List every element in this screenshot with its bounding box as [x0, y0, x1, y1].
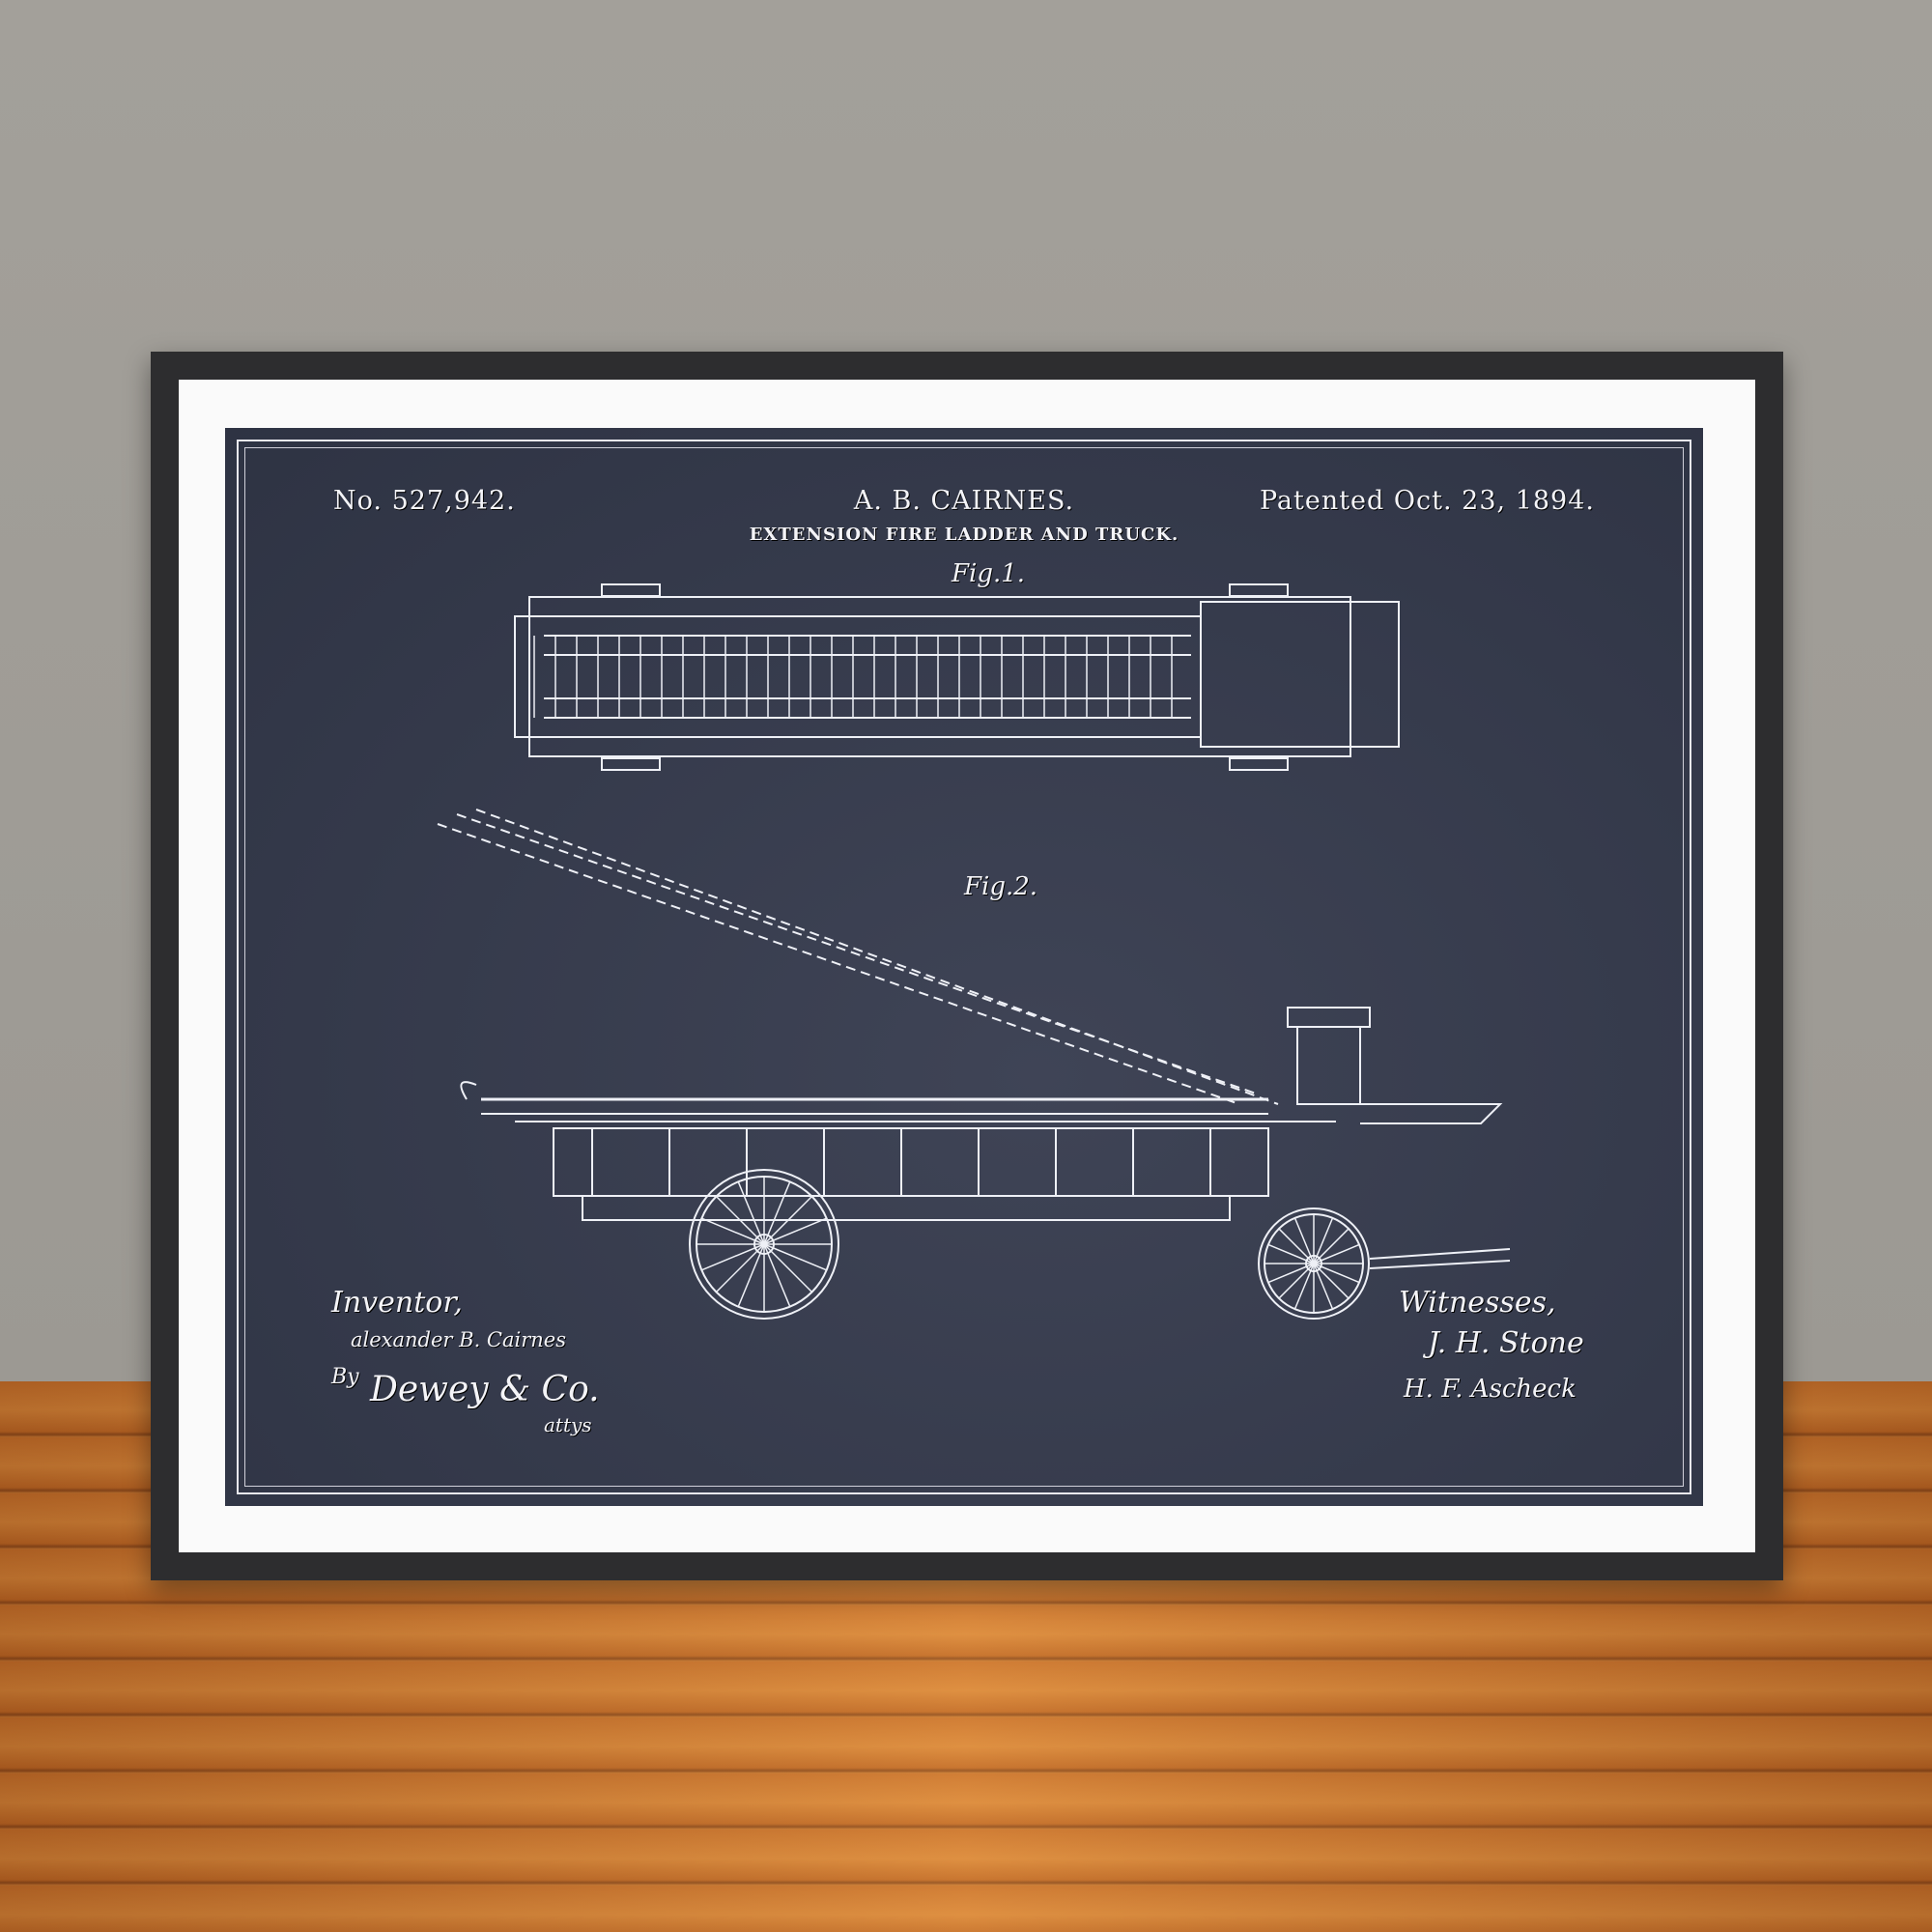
fig2-label: Fig.2. [964, 872, 1038, 901]
wheel-spoke [701, 1217, 765, 1245]
wheel-spoke [715, 1243, 765, 1293]
inventor-signature: alexander B. Cairnes [351, 1328, 566, 1351]
attorney-suffix: attys [544, 1413, 592, 1436]
fig1-label: Fig.1. [952, 559, 1026, 588]
wheel-spoke [763, 1217, 827, 1245]
patent-print: No. 527,942. A. B. CAIRNES. Patented Oct… [225, 428, 1703, 1506]
wheel-spoke [763, 1243, 813, 1293]
picture-frame: No. 527,942. A. B. CAIRNES. Patented Oct… [151, 352, 1783, 1580]
wheel-spoke [763, 1243, 791, 1307]
wheel-spoke [1293, 1217, 1315, 1264]
wheel-spoke [1313, 1263, 1360, 1284]
wheel-spoke [701, 1243, 765, 1271]
wheel-spoke [1293, 1263, 1315, 1310]
fig1-ladder-top-view [514, 583, 1400, 771]
wheel-spoke [1267, 1243, 1315, 1264]
wheel-spoke [737, 1181, 765, 1245]
wheel-spoke [1267, 1263, 1315, 1284]
wheel-spoke [1313, 1263, 1350, 1299]
patent-title: EXTENSION FIRE LADDER AND TRUCK. [749, 525, 1179, 545]
inventor-name: A. B. CAIRNES. [853, 486, 1075, 516]
fig2-truck-side-view [437, 809, 1511, 1320]
wheel-spoke [1313, 1217, 1334, 1264]
wheel-spoke [1278, 1263, 1315, 1299]
wheel-spoke [763, 1243, 827, 1271]
attorney-signature: Dewey & Co. [370, 1370, 600, 1409]
witness-2-signature: H. F. Ascheck [1404, 1375, 1577, 1404]
wheel-spoke [1313, 1243, 1360, 1264]
wheel-spoke [737, 1243, 765, 1307]
patent-number: No. 527,942. [333, 486, 516, 516]
outer-border [237, 440, 1691, 1494]
wheel-spoke [763, 1181, 791, 1245]
wheel-spoke [1313, 1263, 1334, 1310]
wheel-spoke [763, 1195, 813, 1245]
white-mat: No. 527,942. A. B. CAIRNES. Patented Oct… [179, 380, 1755, 1552]
patent-date: Patented Oct. 23, 1894. [1259, 486, 1595, 516]
witness-1-signature: J. H. Stone [1428, 1326, 1584, 1360]
wheel-spoke [1278, 1228, 1315, 1264]
inventor-label: Inventor, [331, 1286, 463, 1320]
witnesses-label: Witnesses, [1399, 1286, 1556, 1320]
wheel-spoke [1313, 1228, 1350, 1264]
attorney-by: By [331, 1365, 359, 1389]
inner-border [244, 447, 1684, 1487]
wheel-spoke [715, 1195, 765, 1245]
patent-drawing [437, 583, 1511, 1320]
